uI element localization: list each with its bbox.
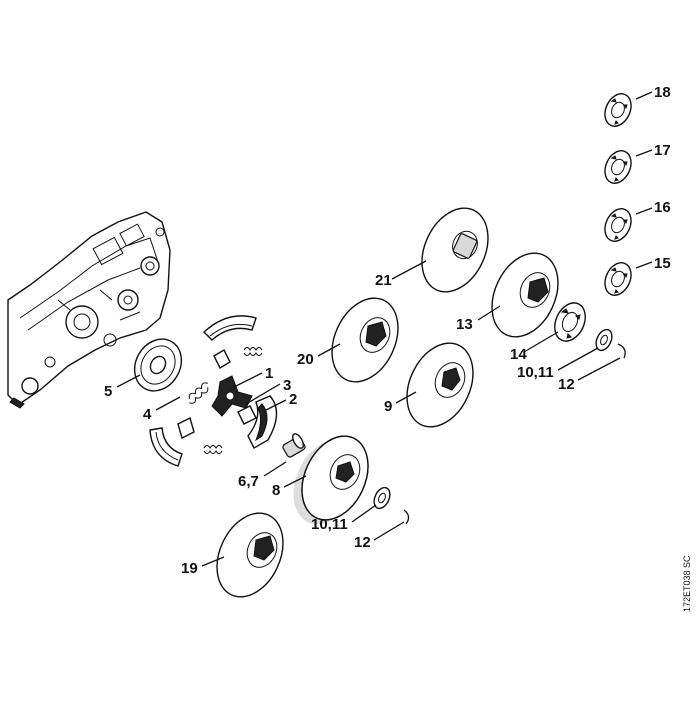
- part-6-7-needle-bearing: [282, 433, 306, 458]
- spring-upper: [243, 347, 263, 356]
- label-part-2: 2: [289, 391, 297, 408]
- part-10-11-washer-lower: [373, 486, 391, 510]
- label-part-18: 18: [654, 84, 671, 101]
- clutch-shoe-lower: [149, 427, 183, 467]
- clutch-shoe-upper: [202, 315, 257, 341]
- label-part-14: 14: [510, 346, 527, 363]
- label-part-3: 3: [283, 377, 291, 394]
- part-17-rim-sprocket: [604, 150, 632, 184]
- part-5-washer: [133, 338, 183, 392]
- label-part-10-11-upper: 10,11: [517, 364, 554, 381]
- label-part-17: 17: [654, 142, 671, 159]
- crankcase-housing: [7, 211, 171, 409]
- part-14-rim-sprocket: [554, 302, 586, 342]
- label-part-12-upper: 12: [558, 376, 575, 393]
- label-part-12-lower: 12: [354, 534, 371, 551]
- part-20-clutch-drum: [331, 297, 399, 383]
- label-part-9: 9: [384, 398, 392, 415]
- label-part-10-11-lower: 10,11: [311, 516, 348, 533]
- label-part-6-7: 6,7: [238, 473, 259, 490]
- part-labels: 5 4 1 3 2 6,7 8 10,11 12 19 20 9 21 13 1…: [104, 84, 671, 577]
- label-part-21: 21: [375, 272, 392, 289]
- part-10-11-washer-upper: [595, 328, 613, 352]
- part-15-rim-sprocket: [604, 262, 632, 296]
- label-part-1: 1: [265, 365, 273, 382]
- spring-lower: [203, 445, 223, 454]
- label-part-8: 8: [272, 482, 280, 499]
- part-16-rim-sprocket: [604, 208, 632, 242]
- label-part-19: 19: [181, 560, 198, 577]
- part-8-clutch-drum: [293, 435, 369, 525]
- part-4-spring: [188, 382, 209, 404]
- part-21-clutch-drum: [421, 207, 489, 293]
- part-2-clutch-shoe: [247, 395, 278, 449]
- label-part-20: 20: [297, 351, 314, 368]
- part-12-clip-lower: [403, 509, 410, 525]
- part-18-rim-sprocket: [604, 93, 632, 127]
- part-9-clutch-drum: [406, 342, 474, 428]
- leader-lines: [116, 91, 653, 567]
- part-13-clutch-drum: [491, 252, 559, 338]
- part-1-clutch-carrier: [177, 349, 257, 440]
- label-part-16: 16: [654, 199, 671, 216]
- label-part-4: 4: [143, 406, 152, 423]
- drawing-reference: 172ET038 SC: [682, 555, 692, 612]
- part-19-clutch-drum: [216, 512, 284, 598]
- part-12-clip-upper: [617, 343, 626, 359]
- label-part-15: 15: [654, 255, 671, 272]
- label-part-5: 5: [104, 383, 112, 400]
- label-part-13: 13: [456, 316, 473, 333]
